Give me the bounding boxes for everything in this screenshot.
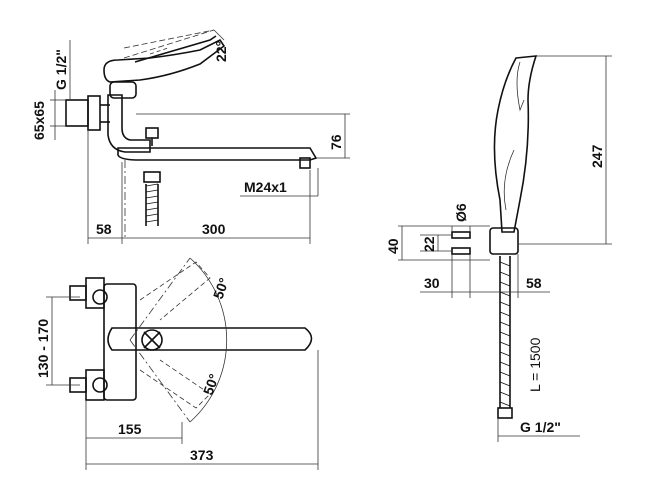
connection-nut bbox=[87, 95, 101, 131]
total-depth-label: 373 bbox=[190, 447, 214, 463]
center-distance-label: 130 - 170 bbox=[35, 319, 51, 378]
mixer-body bbox=[107, 94, 151, 153]
wall-bracket bbox=[489, 227, 519, 255]
connection-size-label: 65x65 bbox=[31, 101, 47, 140]
top-diverter bbox=[141, 329, 163, 351]
swivel-angle-lower-label: 50° bbox=[200, 372, 222, 397]
handle-angle-label: 22° bbox=[213, 41, 229, 62]
lever-handle bbox=[103, 38, 226, 83]
swivel-arc bbox=[189, 257, 228, 423]
swivel-angle-upper-label: 50° bbox=[210, 276, 232, 301]
side-view: G 1/2" 65x65 22° 76 M24x1 58 300 bbox=[31, 29, 350, 244]
top-spout bbox=[107, 327, 313, 351]
shower-handset bbox=[493, 55, 538, 233]
spout-length-label: 300 bbox=[202, 221, 226, 237]
side-thread-label: G 1/2" bbox=[53, 49, 69, 90]
shower-view: 247 Ø6 40 22 30 58 L = 1500 bbox=[385, 55, 612, 442]
handle-open-line bbox=[123, 29, 215, 49]
hole-spacing-label: 22 bbox=[421, 236, 437, 252]
wall-offset-label: 58 bbox=[96, 221, 112, 237]
hole-diameter-label: Ø6 bbox=[453, 203, 469, 222]
handset-length-label: 247 bbox=[589, 144, 605, 168]
top-mixer-body bbox=[103, 283, 137, 401]
spout bbox=[117, 147, 318, 161]
hose-thread-label: G 1/2" bbox=[520, 419, 561, 435]
hose-length-label: L = 1500 bbox=[527, 337, 543, 392]
wall-connection bbox=[65, 99, 89, 127]
body-depth-label: 155 bbox=[118, 421, 142, 437]
diverter-knob bbox=[145, 127, 159, 139]
cartridge-housing bbox=[109, 81, 137, 99]
right-offset-label: 58 bbox=[526, 275, 542, 291]
shower-outlet bbox=[143, 171, 161, 183]
hose-connection bbox=[145, 183, 159, 226]
aerator bbox=[299, 157, 311, 169]
top-view: 130 - 170 50° 50° 155 373 bbox=[35, 257, 319, 470]
spout-thread-label: M24x1 bbox=[244, 179, 287, 195]
screw-upper bbox=[451, 231, 471, 239]
bracket-height-label: 40 bbox=[385, 238, 401, 254]
left-offset-label: 30 bbox=[424, 275, 440, 291]
inlet-upper bbox=[69, 285, 87, 301]
height-label: 76 bbox=[328, 134, 344, 150]
shower-hose bbox=[497, 256, 513, 419]
screw-lower bbox=[451, 247, 471, 255]
